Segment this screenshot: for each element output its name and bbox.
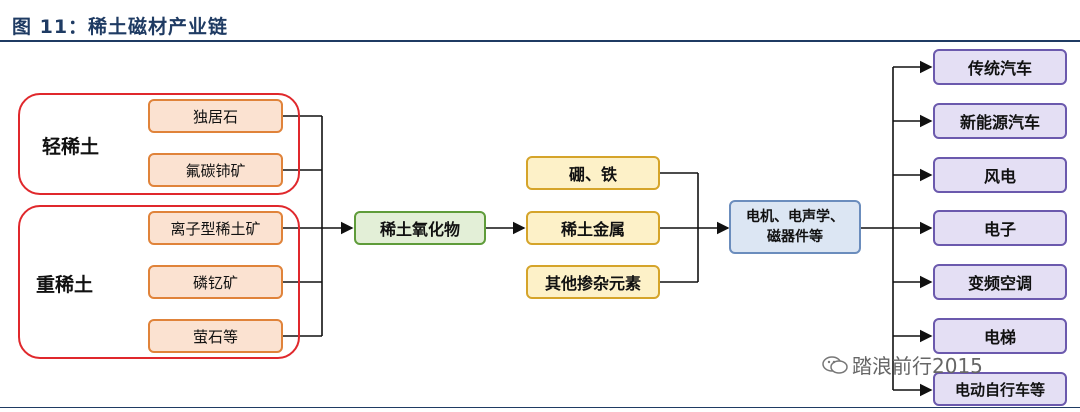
components-box: 电机、电声学、 磁器件等 xyxy=(729,200,861,254)
title-rule xyxy=(0,40,1080,42)
components-line-1: 电机、电声学、 xyxy=(746,209,844,225)
watermark: 踏浪前行2015 xyxy=(822,350,983,379)
heavy-rare-earth-group xyxy=(18,205,300,359)
app-inverter-ac: 变频空调 xyxy=(933,264,1067,300)
heavy-rare-earth-label: 重稀土 xyxy=(36,274,94,296)
material-boron-iron: 硼、铁 xyxy=(526,156,660,190)
rare-earth-oxide-box: 稀土氧化物 xyxy=(354,211,486,245)
watermark-text: 踏浪前行2015 xyxy=(852,354,983,378)
ore-fluorite: 萤石等 xyxy=(148,319,283,353)
material-other-dopants: 其他掺杂元素 xyxy=(526,265,660,299)
material-rare-earth-metal: 稀土金属 xyxy=(526,211,660,245)
light-rare-earth-group xyxy=(18,93,300,195)
bottom-rule xyxy=(0,407,1080,408)
app-elevator: 电梯 xyxy=(933,318,1067,354)
light-rare-earth-label: 轻稀土 xyxy=(42,136,100,158)
ore-ionic-clay: 离子型稀土矿 xyxy=(148,211,283,245)
app-electronics: 电子 xyxy=(933,210,1067,246)
app-conventional-car: 传统汽车 xyxy=(933,49,1067,85)
ore-xenotime: 磷钇矿 xyxy=(148,265,283,299)
app-wind-power: 风电 xyxy=(933,157,1067,193)
wechat-icon xyxy=(822,355,848,374)
app-new-energy-car: 新能源汽车 xyxy=(933,103,1067,139)
figure-title: 图 11：稀土磁材产业链 xyxy=(12,16,229,38)
app-e-bike: 电动自行车等 xyxy=(933,372,1067,406)
ore-monazite: 独居石 xyxy=(148,99,283,133)
ore-bastnaesite: 氟碳铈矿 xyxy=(148,153,283,187)
components-line-2: 磁器件等 xyxy=(767,229,823,245)
